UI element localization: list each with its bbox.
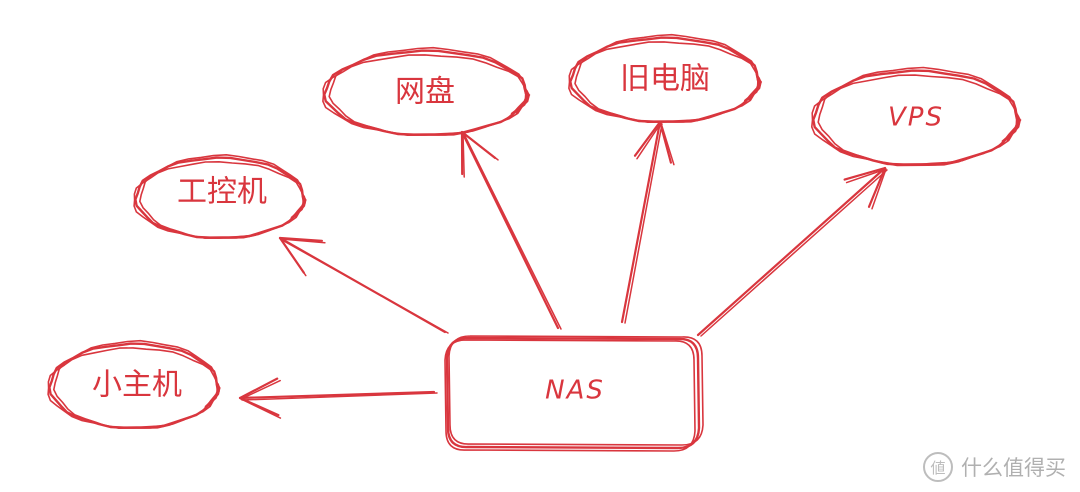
arrow-to-vps-line-b [700, 169, 888, 337]
node-label-old-computer: 旧电脑 [620, 62, 710, 97]
arrow-to-old-computer-line-b [624, 123, 663, 324]
arrow-to-cloud-drive-line-a [460, 130, 560, 330]
arrow-to-mini-pc-line-b [241, 392, 438, 401]
arrow-to-industrial-pc-line-b [281, 239, 449, 334]
node-cloud-drive-stroke-2 [322, 54, 531, 136]
arrow-to-mini-pc-head-b [240, 379, 282, 419]
node-label-industrial-pc: 工控机 [177, 175, 267, 210]
node-mini-pc-stroke-2 [47, 347, 221, 429]
center-node-nas-stroke-2 [444, 339, 696, 452]
arrow-to-cloud-drive-line-b [463, 133, 562, 330]
node-industrial-pc-stroke-2 [133, 161, 307, 239]
arrow-to-vps-line-a [696, 166, 887, 337]
arrow-to-old-computer-head-a [633, 120, 672, 164]
arrow-to-old-computer-line-a [620, 120, 662, 324]
node-vps-stroke-0 [812, 69, 1020, 166]
arrow-to-vps-head-a [843, 166, 887, 208]
center-node-label: NAS [545, 376, 605, 406]
sketch-strokes [47, 33, 1022, 452]
node-vps-stroke-1 [817, 66, 1019, 167]
arrow-to-mini-pc-head-a [238, 377, 280, 417]
zhide-icon: 値 [923, 452, 953, 482]
watermark-text: 什么值得买 [961, 456, 1066, 480]
node-vps-stroke-2 [811, 74, 1022, 166]
arrow-to-industrial-pc-head-b [280, 238, 326, 277]
arrow-to-cloud-drive-head-b [462, 132, 499, 178]
node-old-computer-stroke-2 [568, 41, 762, 123]
center-node-nas-stroke-0 [445, 336, 701, 450]
node-label-mini-pc: 小主机 [92, 368, 182, 403]
arrow-to-mini-pc-line-a [238, 390, 436, 400]
node-label-cloud-drive: 网盘 [395, 75, 455, 110]
center-node-nas-stroke-1 [448, 335, 704, 446]
arrow-to-vps-head-b [845, 168, 887, 210]
node-label-vps: VPS [888, 103, 944, 133]
watermark: 値 什么值得买 [923, 452, 1066, 482]
arrow-to-old-computer-head-b [636, 122, 675, 166]
node-mini-pc-stroke-0 [48, 342, 220, 429]
